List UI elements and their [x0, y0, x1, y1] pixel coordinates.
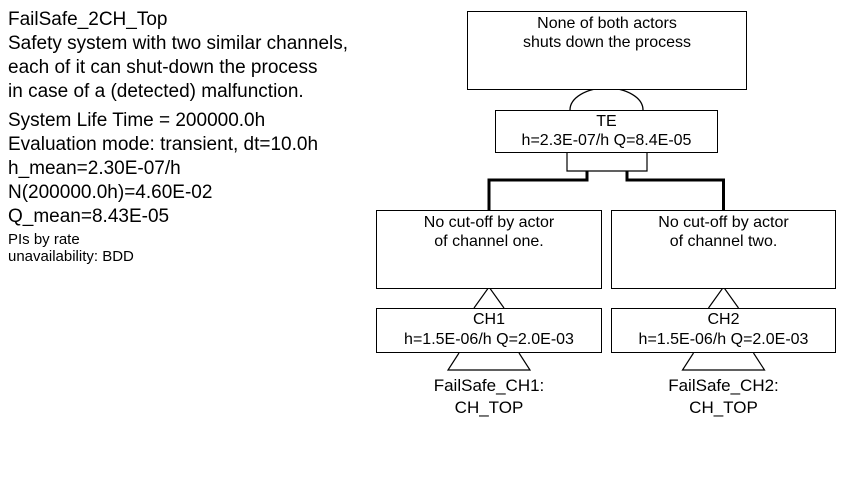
description-line: Safety system with two similar channels,: [8, 33, 349, 54]
ch1-gate-label: CH1: [472, 311, 505, 328]
channel-two-text: of channel two.: [669, 233, 778, 250]
te-gate-values: h=2.3E-07/h Q=8.4E-05: [521, 132, 692, 149]
footnote-line: unavailability: BDD: [8, 248, 134, 265]
channel-one-text: No cut-off by actor: [423, 214, 555, 231]
channel-two-event-box[interactable]: No cut-off by actor of channel two.: [611, 210, 836, 289]
parameter-line: Q_mean=8.43E-05: [8, 206, 170, 227]
evaluation-footnotes: PIs by rate unavailability: BDD: [8, 231, 428, 265]
transfer-ch2-label[interactable]: FailSafe_CH2: CH_TOP: [611, 375, 836, 419]
te-gate-stem: [566, 152, 648, 172]
info-panel: FailSafe_2CH_Top Safety system with two …: [8, 8, 428, 265]
description-line: in case of a (detected) malfunction.: [8, 81, 304, 102]
ch1-gate-values: h=1.5E-06/h Q=2.0E-03: [404, 331, 574, 348]
channel-one-event-box[interactable]: No cut-off by actor of channel one.: [376, 210, 602, 289]
footnote-line: PIs by rate: [8, 231, 80, 248]
gate-triangle-ch2-icon: [708, 285, 739, 309]
gate-triangle-ch1-icon: [473, 285, 505, 309]
parameter-line: N(200000.0h)=4.60E-02: [8, 182, 213, 203]
parameter-line: System Life Time = 200000.0h: [8, 110, 266, 131]
branch-line-channel-two: [625, 178, 725, 211]
top-event-text: None of both actors: [537, 15, 677, 32]
channel-two-text: No cut-off by actor: [658, 214, 789, 231]
transfer-ch2-text: CH_TOP: [689, 398, 758, 417]
top-event-box[interactable]: None of both actors shuts down the proce…: [467, 11, 747, 90]
transfer-symbol-ch1-icon[interactable]: [446, 352, 532, 371]
parameter-line: h_mean=2.30E-07/h: [8, 158, 181, 179]
ch2-gate-values: h=1.5E-06/h Q=2.0E-03: [638, 331, 809, 348]
description-line: each of it can shut-down the process: [8, 57, 318, 78]
model-description: FailSafe_2CH_Top Safety system with two …: [8, 8, 428, 104]
top-event-text: shuts down the process: [522, 34, 692, 51]
ch2-gate-label: CH2: [707, 311, 740, 328]
transfer-ch1-text: FailSafe_CH1:: [433, 376, 545, 395]
model-title: FailSafe_2CH_Top: [8, 9, 168, 30]
parameter-line: Evaluation mode: transient, dt=10.0h: [8, 134, 319, 155]
ch1-gate-box[interactable]: CH1 h=1.5E-06/h Q=2.0E-03: [376, 308, 602, 353]
ch2-gate-box[interactable]: CH2 h=1.5E-06/h Q=2.0E-03: [611, 308, 836, 353]
branch-line-channel-one: [487, 178, 589, 211]
te-gate-box[interactable]: TE h=2.3E-07/h Q=8.4E-05: [495, 110, 718, 153]
and-gate-arc-icon: [569, 87, 644, 111]
evaluation-parameters: System Life Time = 200000.0h Evaluation …: [8, 109, 428, 229]
transfer-symbol-ch2-icon[interactable]: [681, 352, 766, 371]
transfer-ch1-text: CH_TOP: [454, 398, 524, 417]
transfer-ch1-label[interactable]: FailSafe_CH1: CH_TOP: [376, 375, 602, 419]
transfer-ch2-text: FailSafe_CH2:: [668, 376, 779, 395]
te-gate-label: TE: [596, 113, 617, 130]
channel-one-text: of channel one.: [434, 233, 544, 250]
